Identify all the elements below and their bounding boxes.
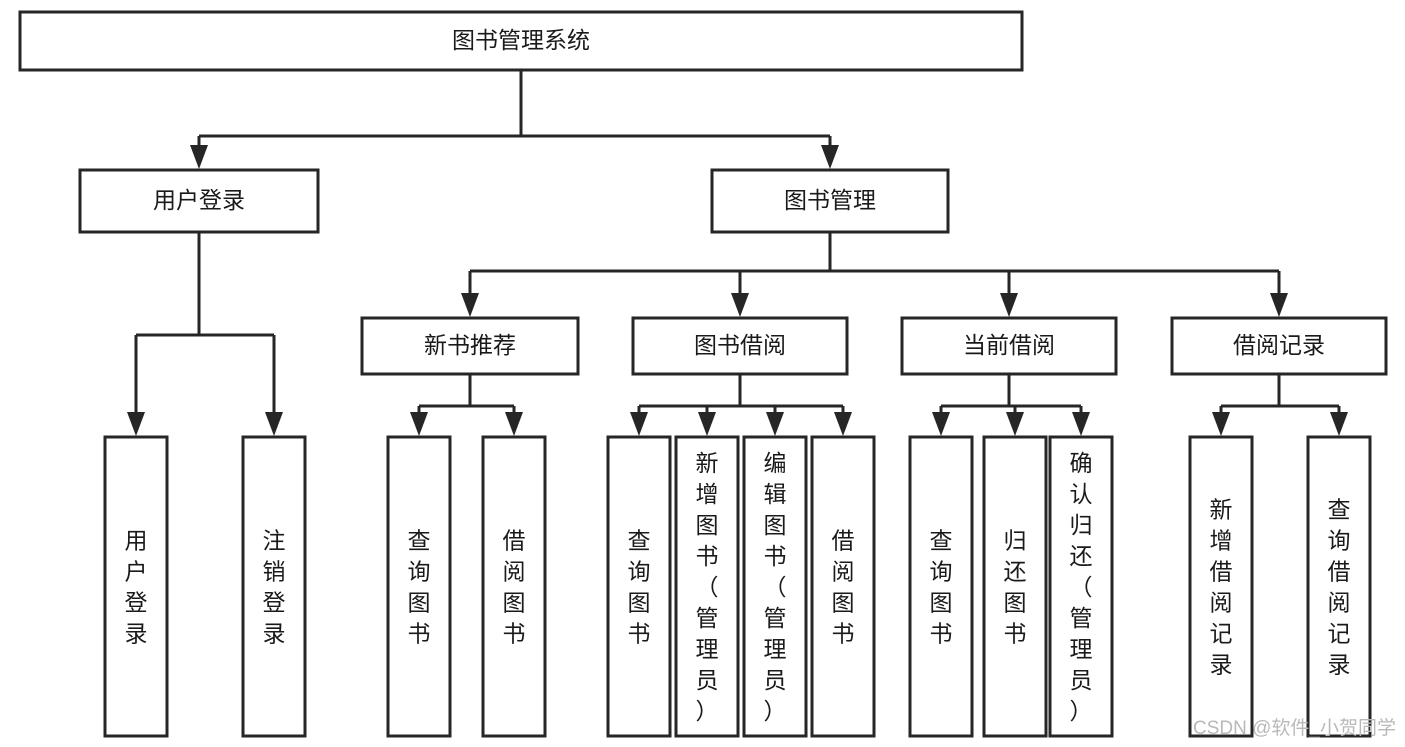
arrow-head-icon-new-book-recommend [461, 293, 479, 317]
node-label-book-manage: 图书管理 [784, 187, 876, 213]
node-root[interactable]: 图书管理系统 [18, 10, 1024, 72]
connector-layer [127, 70, 1348, 436]
node-leaf-confirm-return[interactable]: 确认归还（管理员） [1048, 435, 1114, 738]
node-leaf-borrow-book-2[interactable]: 借阅图书 [810, 435, 876, 738]
node-label-leaf-user-login: 用户登录 [125, 528, 148, 647]
node-label-leaf-query-record: 查询借阅记录 [1328, 497, 1351, 678]
node-leaf-query-book-2[interactable]: 查询图书 [606, 435, 672, 738]
node-box-leaf-query-book-2 [606, 435, 672, 738]
node-label-user-login: 用户登录 [153, 187, 245, 213]
arrow-head-icon-leaf-add-book [698, 412, 716, 436]
node-box-book-borrow [631, 316, 849, 376]
arrow-head-icon-leaf-query-book-3 [932, 412, 950, 436]
node-box-root [18, 10, 1024, 72]
node-label-leaf-add-book: 新增图书（管理员） [696, 450, 719, 724]
node-borrow-record[interactable]: 借阅记录 [1170, 316, 1388, 376]
node-box-user-login [78, 168, 320, 234]
node-box-leaf-borrow-book-1 [481, 435, 547, 738]
arrow-head-icon-leaf-query-record [1330, 412, 1348, 436]
node-box-leaf-borrow-book-2 [810, 435, 876, 738]
node-label-leaf-confirm-return: 确认归还（管理员） [1070, 450, 1093, 724]
node-layer: 图书管理系统用户登录图书管理新书推荐图书借阅当前借阅借阅记录用户登录注销登录查询… [18, 10, 1388, 738]
node-book-manage[interactable]: 图书管理 [710, 168, 950, 234]
node-box-leaf-user-login [103, 435, 169, 738]
node-label-leaf-query-book-1: 查询图书 [408, 528, 431, 647]
node-box-leaf-add-book [674, 435, 740, 738]
node-box-leaf-query-book-3 [908, 435, 974, 738]
arrow-head-icon-leaf-user-logout [265, 412, 283, 436]
node-leaf-edit-book[interactable]: 编辑图书（管理员） [742, 435, 808, 738]
node-user-login[interactable]: 用户登录 [78, 168, 320, 234]
node-box-new-book-recommend [360, 316, 580, 376]
csdn-watermark: CSDN @软件_小贺同学 [1193, 717, 1396, 739]
node-label-borrow-record: 借阅记录 [1233, 332, 1325, 358]
node-box-leaf-return-book [982, 435, 1048, 738]
node-label-leaf-user-logout: 注销登录 [263, 528, 286, 647]
node-label-leaf-borrow-book-1: 借阅图书 [503, 528, 526, 647]
node-label-leaf-add-record: 新增借阅记录 [1210, 497, 1233, 678]
node-book-borrow[interactable]: 图书借阅 [631, 316, 849, 376]
arrow-head-icon-user-login [190, 145, 208, 169]
node-label-current-borrow: 当前借阅 [963, 332, 1055, 358]
node-label-leaf-borrow-book-2: 借阅图书 [832, 528, 855, 647]
node-label-root: 图书管理系统 [452, 27, 590, 53]
arrow-head-icon-leaf-edit-book [766, 412, 784, 436]
node-box-current-borrow [900, 316, 1118, 376]
node-leaf-add-record[interactable]: 新增借阅记录 [1188, 435, 1254, 738]
arrow-head-icon-leaf-add-record [1212, 412, 1230, 436]
node-box-leaf-confirm-return [1048, 435, 1114, 738]
node-box-leaf-query-book-1 [386, 435, 452, 738]
node-label-leaf-query-book-3: 查询图书 [930, 528, 953, 647]
arrow-head-icon-leaf-borrow-book-2 [834, 412, 852, 436]
node-label-leaf-return-book: 归还图书 [1004, 528, 1027, 647]
node-box-leaf-add-record [1188, 435, 1254, 738]
node-new-book-recommend[interactable]: 新书推荐 [360, 316, 580, 376]
node-leaf-user-login[interactable]: 用户登录 [103, 435, 169, 738]
node-box-leaf-query-record [1306, 435, 1372, 738]
arrow-head-icon-borrow-record [1270, 293, 1288, 317]
arrow-head-icon-leaf-borrow-book-1 [505, 412, 523, 436]
arrow-head-icon-leaf-query-book-2 [630, 412, 648, 436]
node-leaf-return-book[interactable]: 归还图书 [982, 435, 1048, 738]
node-label-new-book-recommend: 新书推荐 [424, 332, 516, 358]
node-box-leaf-edit-book [742, 435, 808, 738]
arrow-head-icon-leaf-return-book [1006, 412, 1024, 436]
arrow-head-icon-leaf-query-book-1 [410, 412, 428, 436]
node-label-leaf-edit-book: 编辑图书（管理员） [764, 450, 787, 724]
node-leaf-query-book-3[interactable]: 查询图书 [908, 435, 974, 738]
node-current-borrow[interactable]: 当前借阅 [900, 316, 1118, 376]
arrow-head-icon-leaf-user-login [127, 412, 145, 436]
node-leaf-query-record[interactable]: 查询借阅记录 [1306, 435, 1372, 738]
node-leaf-query-book-1[interactable]: 查询图书 [386, 435, 452, 738]
arrow-head-icon-current-borrow [1000, 293, 1018, 317]
node-leaf-user-logout[interactable]: 注销登录 [241, 435, 307, 738]
arrow-head-icon-leaf-confirm-return [1072, 412, 1090, 436]
node-box-leaf-user-logout [241, 435, 307, 738]
node-box-borrow-record [1170, 316, 1388, 376]
node-leaf-borrow-book-1[interactable]: 借阅图书 [481, 435, 547, 738]
arrow-head-icon-book-borrow [731, 293, 749, 317]
arrow-head-icon-book-manage [821, 145, 839, 169]
node-label-leaf-query-book-2: 查询图书 [628, 528, 651, 647]
node-leaf-add-book[interactable]: 新增图书（管理员） [674, 435, 740, 738]
node-label-book-borrow: 图书借阅 [694, 332, 786, 358]
node-box-book-manage [710, 168, 950, 234]
